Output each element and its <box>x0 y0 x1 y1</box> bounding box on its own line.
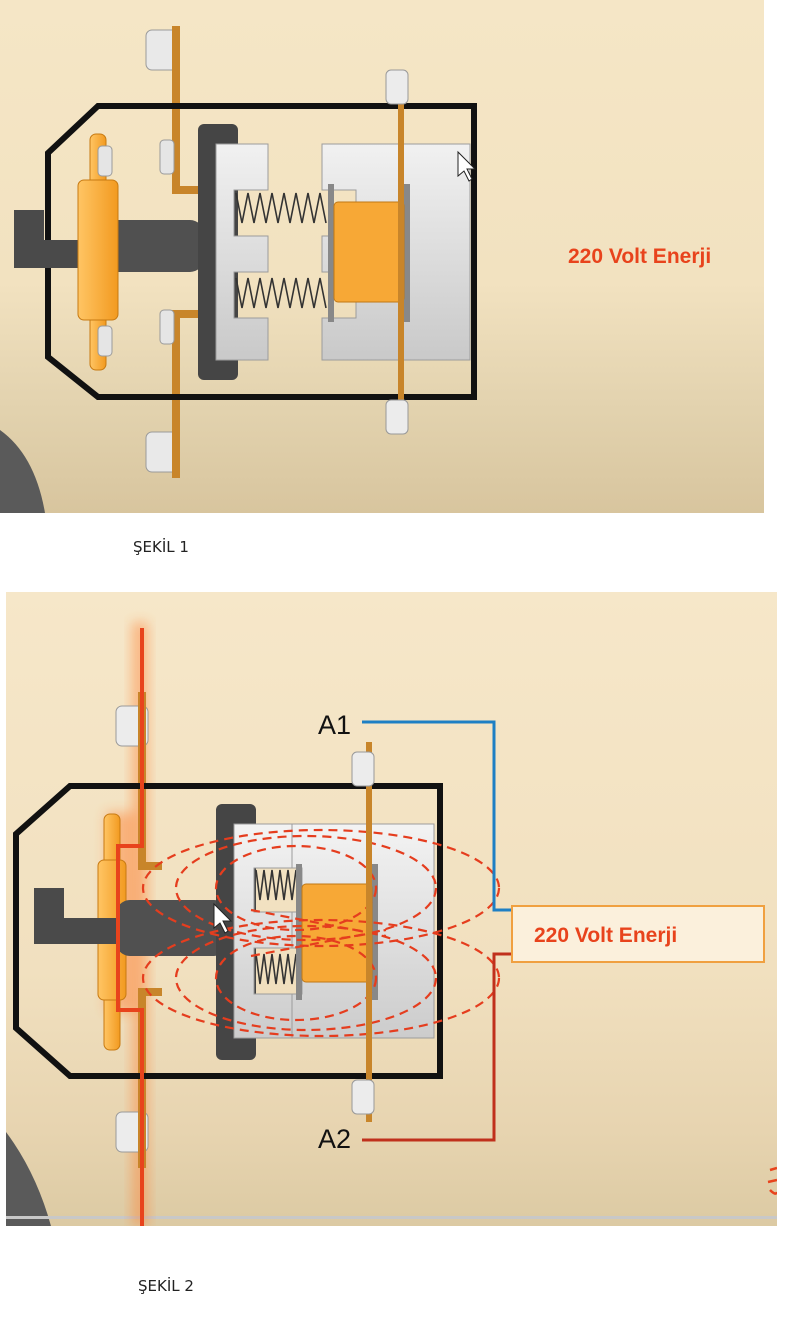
movable-core <box>215 143 269 361</box>
terminal-label-a1: A1 <box>318 710 351 740</box>
coil <box>296 864 378 1000</box>
coil-terminal-a2 <box>385 399 409 435</box>
supply-wire-a2 <box>362 952 512 1142</box>
figure-2-caption: ŞEKİL 2 <box>138 1277 194 1295</box>
magnetic-field-lines <box>141 828 501 1038</box>
background-object <box>0 430 45 513</box>
terminal-label-a2: A2 <box>318 1124 351 1154</box>
pusher-rod <box>34 888 228 956</box>
coil-terminal-a2 <box>351 1079 375 1115</box>
coil-terminal-a1 <box>385 69 409 105</box>
mouse-cursor-icon <box>213 902 233 934</box>
return-springs <box>255 869 301 985</box>
coil-wire <box>366 742 372 1122</box>
coil-wire <box>398 88 404 418</box>
figure-1-contactor-deenergized: 220 Volt Enerji <box>0 0 764 513</box>
contactor-diagram-1: 220 Volt Enerji <box>0 26 711 513</box>
video-progress-bar <box>6 1216 777 1219</box>
energy-label-box <box>511 905 765 963</box>
watermark-icon <box>767 1166 777 1195</box>
contactor-diagram-2: 220 Volt Enerji A1 A2 <box>6 622 777 1226</box>
figure-2-contactor-energized: 220 Volt Enerji A1 A2 <box>6 592 777 1226</box>
energy-label: 220 Volt Enerji <box>568 245 711 268</box>
moving-contact-bridge <box>77 133 119 371</box>
current-line <box>116 628 144 1226</box>
figure-1-caption: ŞEKİL 1 <box>133 538 189 556</box>
movable-core <box>233 823 293 1039</box>
return-springs <box>235 192 327 309</box>
energy-label: 220 Volt Enerji <box>534 924 677 947</box>
upper-main-contact <box>145 26 202 194</box>
contactor-housing <box>13 783 443 1079</box>
mouse-cursor-icon <box>457 150 477 182</box>
coil-terminal-a1 <box>351 751 375 787</box>
contactor-housing <box>45 103 477 400</box>
background-object <box>6 1132 51 1226</box>
supply-wire-a1 <box>362 720 512 912</box>
coil <box>328 184 410 322</box>
